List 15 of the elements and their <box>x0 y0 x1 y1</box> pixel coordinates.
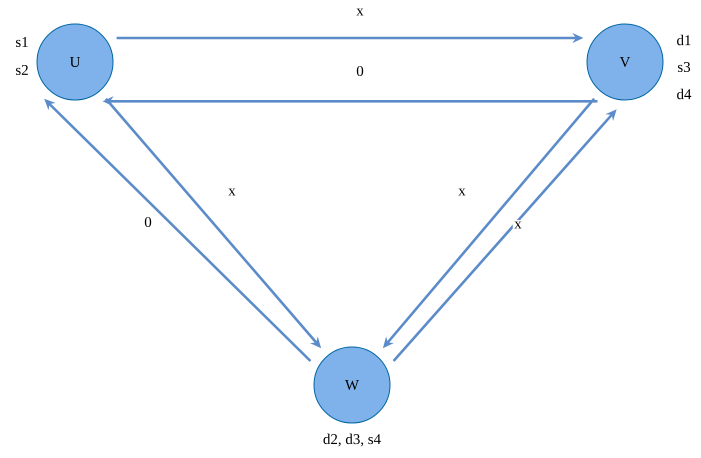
circle-node: V <box>586 24 664 100</box>
node-caption: s3 <box>678 62 690 72</box>
node-caption: d2, d3, s4 <box>324 434 381 446</box>
circle-node: U <box>36 24 114 100</box>
circle-node: W <box>314 346 390 424</box>
edge-label: x <box>456 187 468 197</box>
edge-label: 0 <box>354 64 366 78</box>
edge-label: x <box>354 7 366 17</box>
node-caption: d1 <box>677 34 691 46</box>
edge-label: 0 <box>142 215 154 229</box>
edge-label: x <box>226 187 238 197</box>
node-caption: d4 <box>677 88 692 100</box>
node-caption: s1 <box>16 37 28 47</box>
node-caption: s2 <box>16 64 28 75</box>
edge-label: x <box>512 220 524 230</box>
